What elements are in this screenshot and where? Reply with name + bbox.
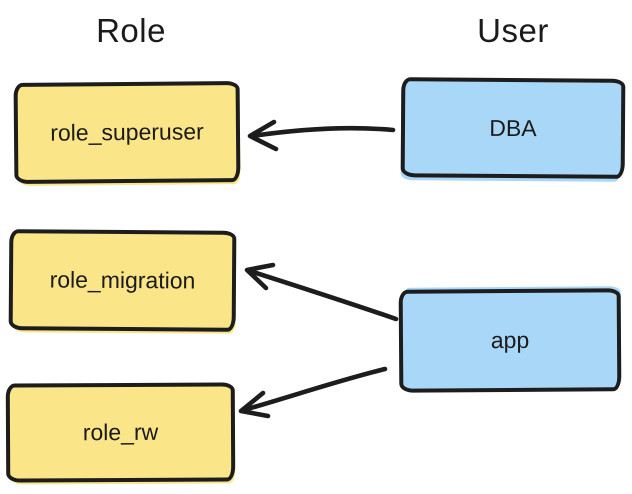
column-header-user: User [477, 12, 549, 49]
arrow-app-to-role-rw [238, 366, 388, 419]
node-role-superuser: role_superuser [13, 81, 241, 184]
node-user-app: app [398, 288, 622, 393]
column-header-role: Role [96, 12, 166, 49]
arrow-app-to-role-migration [244, 262, 399, 322]
node-role-superuser-label: role_superuser [50, 118, 204, 146]
node-user-dba: DBA [400, 77, 626, 179]
node-role-migration-label: role_migration [49, 266, 196, 294]
node-user-app-label: app [490, 326, 530, 354]
node-role-rw-label: role_rw [82, 418, 159, 446]
node-role-migration: role_migration [8, 229, 237, 332]
node-role-rw: role_rw [5, 382, 236, 483]
node-user-dba-label: DBA [489, 114, 537, 141]
arrow-dba-to-role-superuser [247, 119, 396, 152]
